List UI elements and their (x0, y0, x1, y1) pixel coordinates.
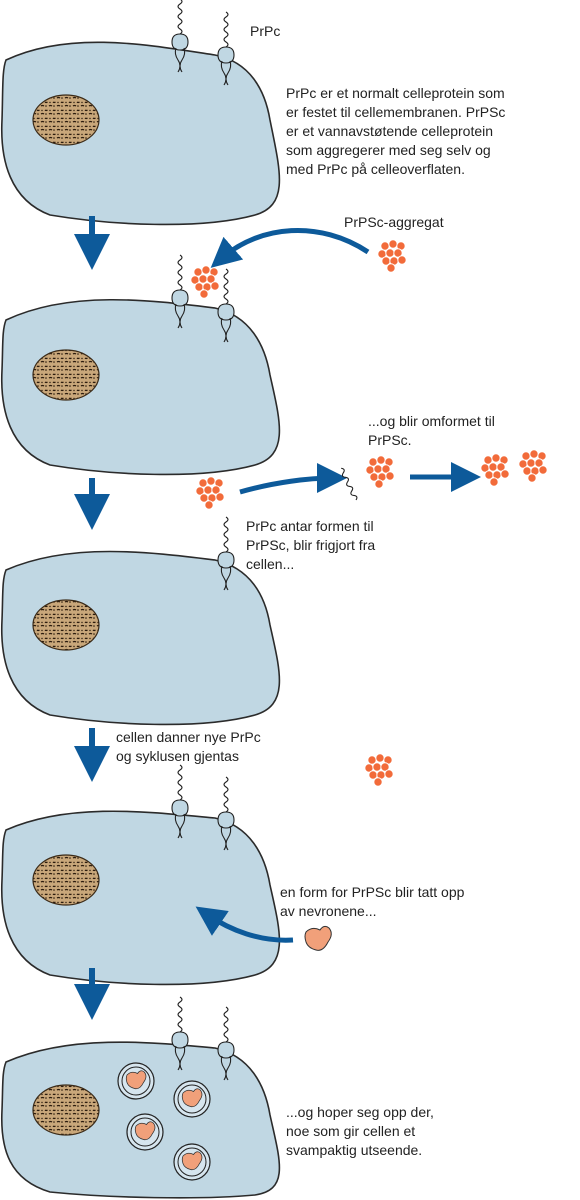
prpsc-blob-icon (304, 925, 332, 951)
cell-3 (0, 517, 281, 726)
nucleus-icon (32, 1084, 100, 1136)
uptake-text: en form for PrPSc blir tatt opp av nevro… (280, 884, 465, 919)
nucleus-icon (32, 94, 100, 146)
spongy-text: ...og hoper seg opp der, noe som gir cel… (286, 1104, 434, 1158)
prpsc-aggregate-icon (377, 239, 407, 273)
prpsc-aggregate-icon (190, 265, 220, 299)
curved-arrow-icon (210, 227, 370, 268)
prpsc-aggregate-icon (365, 455, 395, 489)
vacuole-icon (174, 1081, 210, 1117)
prpc-label: PrPc (250, 23, 281, 39)
cycle-text: cellen danner nye PrPc og syklusen gjent… (116, 729, 261, 764)
vacuole-icon (118, 1063, 154, 1099)
reshaped-text: ...og blir omformet til PrPSc. (368, 413, 495, 448)
cell-1 (0, 0, 281, 226)
nucleus-icon (32, 599, 100, 651)
released-text: PrPc antar formen til PrPSc, blir frigjo… (246, 518, 376, 572)
prpc-coil-icon (338, 466, 359, 502)
vacuole-icon (127, 1114, 163, 1150)
curved-arrow-icon (195, 906, 294, 943)
curved-arrow-icon (239, 463, 347, 495)
prpsc-aggregate-icon (195, 476, 225, 510)
aggregate-label: PrPSc-aggregat (344, 214, 444, 230)
nucleus-icon (32, 349, 100, 401)
nucleus-icon (32, 854, 100, 906)
prpsc-aggregate-icon (364, 753, 394, 787)
cell-2 (0, 255, 281, 476)
intro-text: PrPc er et normalt celleprotein som er f… (286, 85, 506, 177)
prpsc-aggregate-icon (518, 449, 548, 483)
cell-5 (0, 997, 281, 1199)
vacuole-icon (174, 1144, 210, 1180)
cell-4 (0, 765, 281, 986)
prpsc-aggregate-icon (480, 453, 510, 487)
